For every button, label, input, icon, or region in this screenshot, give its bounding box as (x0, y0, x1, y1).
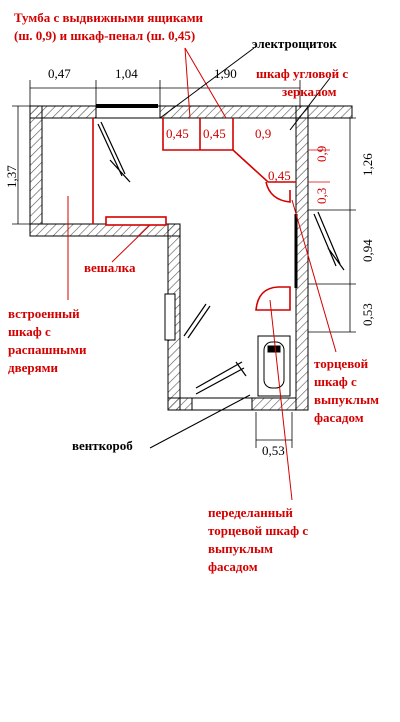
dim-cab-045-a: 0,45 (166, 126, 189, 141)
end-cabinet-label-3: выпуклым (314, 392, 379, 407)
inner-window (164, 293, 176, 341)
wall-right (295, 105, 309, 411)
builtin-label-4: дверями (8, 360, 58, 375)
dim-right-126: 1,26 (360, 153, 375, 176)
remade-end-cabinet (255, 286, 291, 311)
hanger-label: вешалка (84, 260, 136, 275)
end-cabinet-label-2: шкаф с (314, 374, 357, 389)
appliance (257, 335, 291, 397)
dim-vert-03: 0,3 (314, 188, 329, 204)
builtin-label-2: шкаф с (8, 324, 51, 339)
dimension-lines (12, 80, 356, 448)
ventbox-label: венткороб (72, 438, 133, 453)
annotations: Тумба с выдвижными ящиками (ш. 0,9) и шк… (8, 10, 379, 574)
remade-label-4: фасадом (208, 559, 258, 574)
dim-right-094: 0,94 (360, 239, 375, 262)
electroshield-label: электрощиток (252, 36, 337, 51)
dim-bottom-053: 0,53 (262, 443, 285, 458)
dim-top-left: 0,47 (48, 66, 71, 81)
dim-vert-09: 0,9 (314, 146, 329, 162)
title-line-2: (ш. 0,9) и шкаф-пенал (ш. 0,45) (14, 28, 195, 43)
wall-step (29, 223, 181, 237)
cabinets (92, 118, 296, 311)
remade-label-2: торцевой шкаф с (208, 523, 308, 538)
hanger-rect (105, 216, 167, 226)
remade-label-3: выпуклым (208, 541, 273, 556)
corner-cabinet-label-2: зеркалом (282, 84, 337, 99)
dim-top-mid: 1,04 (115, 66, 138, 81)
end-cabinet-label-1: торцевой (314, 356, 369, 371)
remade-label-1: переделанный (208, 505, 293, 520)
dim-cab-045-b: 0,45 (203, 126, 226, 141)
wall-left-upper (29, 105, 43, 225)
dimension-labels: 0,47 1,04 1,90 1,37 1,26 0,94 0,53 0,53 … (4, 66, 375, 458)
builtin-label-3: распашными (8, 342, 87, 357)
corner-convex (265, 181, 291, 203)
end-cabinet-label-4: фасадом (314, 410, 364, 425)
dim-top-right: 1,90 (214, 66, 237, 81)
dim-left-side: 1,37 (4, 165, 19, 188)
radiators (97, 121, 345, 395)
dim-cab-09: 0,9 (255, 126, 271, 141)
builtin-label-1: встроенный (8, 306, 80, 321)
corner-cabinet-label-1: шкаф угловой с (256, 66, 348, 81)
title-line-1: Тумба с выдвижными ящиками (14, 10, 204, 25)
door-top (96, 104, 160, 119)
dim-corner-045: 0,45 (268, 168, 291, 183)
walls (29, 105, 353, 411)
dim-right-053: 0,53 (360, 303, 375, 326)
bottom-window (191, 397, 253, 411)
leader-lines (67, 47, 337, 501)
